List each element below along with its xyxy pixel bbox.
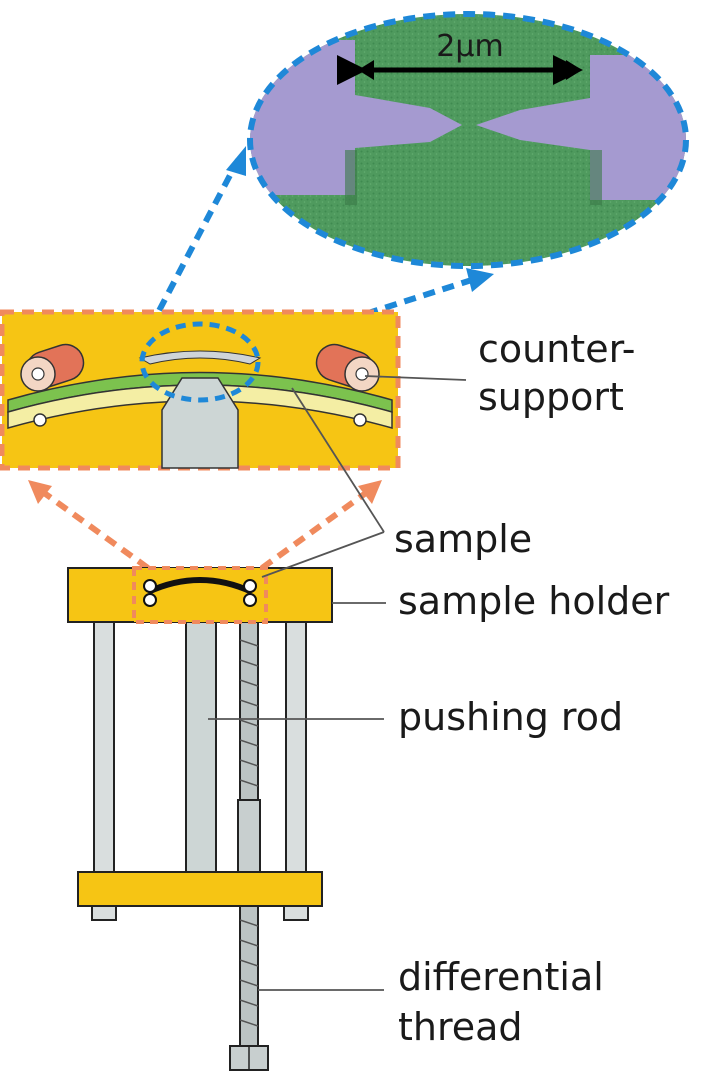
scale-bar-label: 2μm — [436, 29, 503, 64]
zoom-inset — [0, 309, 401, 471]
sem-micrograph: 2μm — [247, 11, 689, 269]
counter-support-roller-left — [20, 343, 85, 392]
label-counter-support-line1: counter- — [478, 327, 636, 371]
label-differential-thread-line1: differential — [398, 955, 604, 999]
label-sample-holder: sample holder — [398, 579, 670, 623]
support-post-right — [285, 621, 307, 875]
leader-lines — [208, 375, 467, 991]
label-pushing-rod: pushing rod — [398, 695, 623, 739]
apparatus — [67, 566, 333, 1071]
sample-in-holder — [146, 577, 254, 595]
zoom-arrows-red — [28, 480, 382, 571]
label-differential-thread-line2: thread — [398, 1005, 523, 1049]
pushing-tip — [161, 377, 239, 469]
label-counter-support-line2: support — [478, 375, 624, 419]
pushing-rod — [185, 587, 217, 873]
label-sample: sample — [394, 517, 532, 561]
sem-outline — [247, 11, 689, 269]
counter-support-roller-right — [315, 343, 380, 392]
zoom-arrows-blue — [147, 146, 494, 341]
bottom-plate — [77, 871, 323, 907]
support-post-left — [93, 621, 115, 875]
